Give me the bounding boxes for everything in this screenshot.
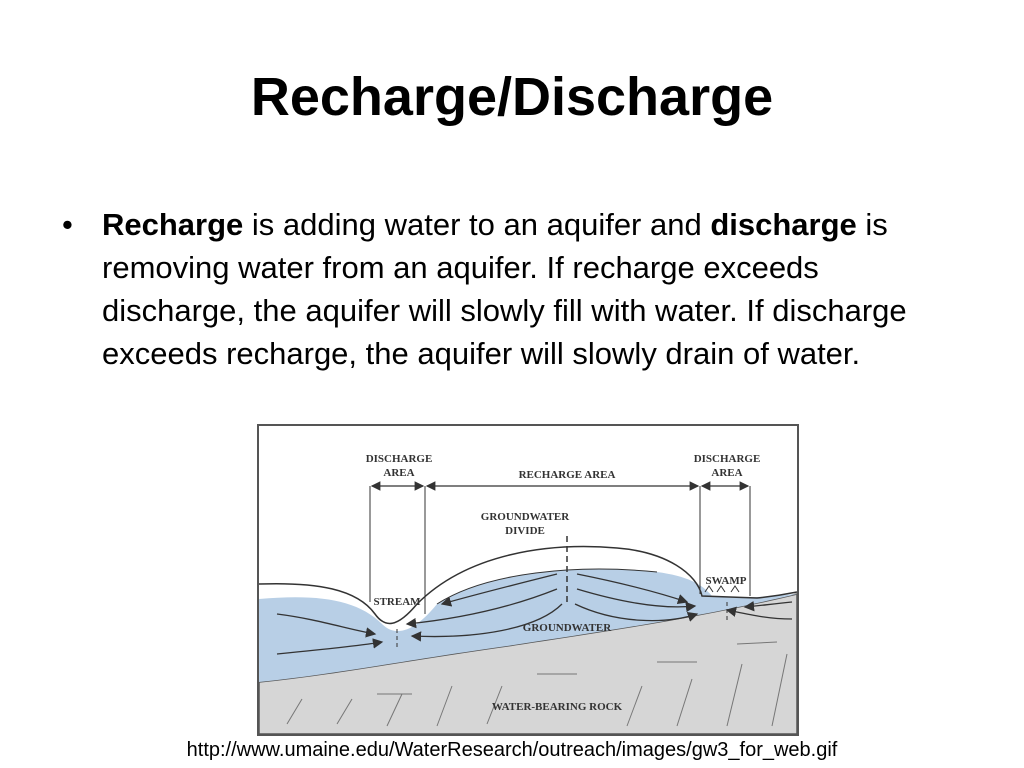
label-discharge-right-1: DISCHARGE [694, 453, 761, 465]
label-water-bearing-rock: WATER-BEARING ROCK [492, 701, 623, 713]
label-groundwater: GROUNDWATER [523, 622, 612, 634]
bullet-item: • Recharge is adding water to an aquifer… [62, 203, 962, 375]
land-surface [258, 545, 798, 625]
text-after-recharge: is adding water to an aquifer and [243, 207, 711, 242]
label-discharge-left-1: DISCHARGE [366, 453, 433, 465]
label-discharge-right-2: AREA [711, 467, 742, 479]
groundwater-body [259, 569, 797, 682]
term-discharge: discharge [710, 207, 857, 242]
water-table [436, 568, 658, 605]
flow-arrows [276, 573, 793, 655]
area-guide-lines [369, 486, 751, 614]
groundwater-diagram: DISCHARGE AREA RECHARGE AREA DISCHARGE A… [257, 424, 799, 736]
rock-hatching [286, 641, 788, 727]
label-stream: STREAM [373, 596, 421, 608]
term-recharge: Recharge [102, 207, 244, 242]
label-divide-2: DIVIDE [505, 525, 545, 537]
label-discharge-left-2: AREA [383, 467, 414, 479]
label-recharge-area: RECHARGE AREA [519, 469, 616, 481]
bullet-text: Recharge is adding water to an aquifer a… [102, 203, 962, 375]
swamp-marker [704, 585, 740, 620]
label-swamp: SWAMP [706, 575, 747, 587]
bullet-marker: • [62, 207, 73, 242]
label-divide-1: GROUNDWATER [481, 511, 570, 523]
text-after-discharge: is removing water from an aquifer. If re… [102, 207, 907, 371]
slide-title: Recharge/Discharge [250, 67, 774, 127]
source-url[interactable]: http://www.umaine.edu/WaterResearch/outr… [186, 739, 838, 761]
